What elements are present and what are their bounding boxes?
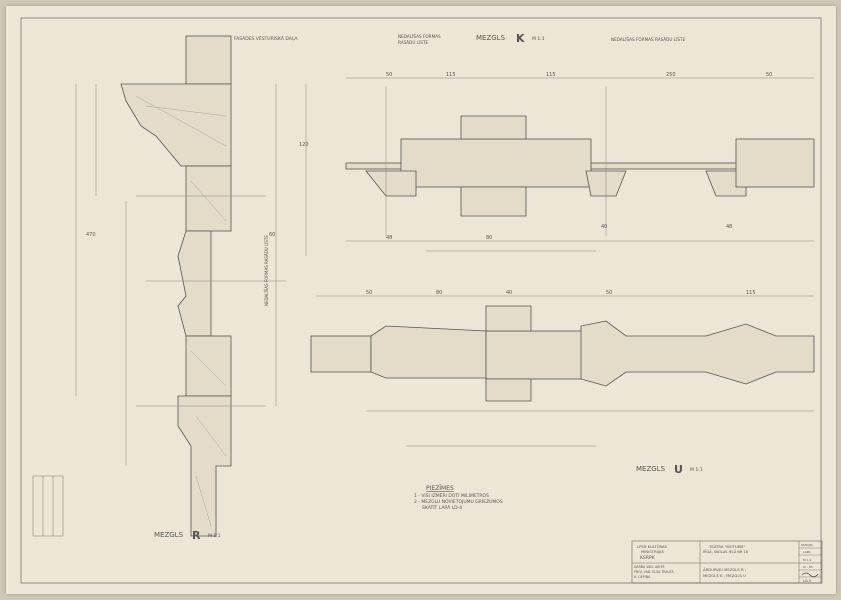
dim-r-2: 120 — [299, 142, 309, 148]
technical-drawing: 470 120 60 FASĀDES VĒSTURISKĀ DAĻA NEDAL… — [20, 17, 823, 584]
svg-text:XI - 85: XI - 85 — [803, 565, 813, 569]
detail-r-dimensions — [75, 84, 307, 466]
drawing-border — [20, 17, 822, 584]
dim-k-2: 115 — [446, 72, 456, 78]
svg-text:M 1:1: M 1:1 — [690, 467, 703, 473]
svg-text:PROJ. VAD. ELSA TRAUTA: PROJ. VAD. ELSA TRAUTA — [634, 570, 675, 574]
dim-k-4: 250 — [666, 72, 676, 78]
svg-text:TEĀTRA "MOTUMS": TEĀTRA "MOTUMS" — [708, 544, 745, 549]
svg-text:U: U — [674, 463, 683, 476]
svg-text:K: K — [516, 32, 525, 45]
dim-kb-4: 48 — [726, 224, 732, 230]
svg-text:MINISTRIJAS: MINISTRIJAS — [641, 549, 664, 554]
dim-k-5: 50 — [766, 72, 772, 78]
dim-r-1: 470 — [86, 232, 96, 238]
heading-r: MEZGLS R M 1:1 — [154, 529, 221, 542]
heading-k: MEZGLS K M 1:1 — [476, 32, 545, 45]
svg-text:MEZGLS: MEZGLS — [476, 34, 506, 42]
dim-k-3: 115 — [546, 72, 556, 78]
dim-kb-1: 48 — [386, 235, 392, 241]
detail-u-dimensions — [316, 295, 814, 447]
svg-text:ĀRDURVJU MEZGLS R ;: ĀRDURVJU MEZGLS R ; — [703, 567, 746, 572]
svg-text:M 1:1: M 1:1 — [803, 558, 811, 562]
svg-text:STADIJA: STADIJA — [801, 543, 814, 547]
callout-cornice-right: NEDALĪŠAS FORMAS RASĀDU LĪSTE — [611, 37, 686, 42]
svg-text:LAPA: LAPA — [803, 550, 811, 554]
dim-u-3: 40 — [506, 290, 512, 296]
svg-text:M 1:1: M 1:1 — [532, 36, 545, 42]
heading-u: MEZGLS U M 1:1 — [636, 463, 703, 476]
svg-text:M 1:1: M 1:1 — [208, 533, 221, 539]
detail-k-dimensions — [346, 77, 814, 252]
dim-kb-2: 80 — [486, 235, 492, 241]
dim-u-4: 50 — [606, 290, 612, 296]
svg-text:1 - VISI IZMĒRI DOTI MILIMETRO: 1 - VISI IZMĒRI DOTI MILIMETROS — [414, 492, 489, 499]
svg-text:LPSR KULTŪRAS: LPSR KULTŪRAS — [637, 544, 668, 549]
svg-text:R: R — [192, 529, 201, 542]
detail-u-section — [310, 305, 815, 402]
svg-text:2 - MEZGLU NOVIETOJUMU GRIEZUM: 2 - MEZGLU NOVIETOJUMU GRIEZUMOS — [414, 499, 503, 505]
svg-text:SKATĪT LAPĀ LD-4: SKATĪT LAPĀ LD-4 — [422, 504, 462, 511]
dim-k-1: 50 — [386, 72, 392, 78]
detail-r-section — [120, 35, 232, 537]
svg-text:A. LIEPIŅA: A. LIEPIŅA — [634, 575, 651, 579]
svg-text:LD-5: LD-5 — [803, 579, 811, 583]
svg-text:PIEZĪMES: PIEZĪMES — [426, 485, 454, 492]
callout-facade: FASĀDES VĒSTURISKĀ DAĻA — [234, 35, 298, 42]
drawing-sheet: 470 120 60 FASĀDES VĒSTURISKĀ DAĻA NEDAL… — [6, 6, 836, 594]
callout-vertical: NEDALĪŠAS FORMAS RASĀDU LĪSTE — [264, 235, 269, 306]
dim-kb-3: 40 — [601, 224, 607, 230]
svg-text:MEZGLS: MEZGLS — [636, 465, 666, 473]
dim-u-1: 50 — [366, 290, 372, 296]
svg-text:KSRPK: KSRPK — [640, 555, 656, 561]
approval-stamp — [32, 475, 64, 537]
title-block: LPSR KULTŪRAS MINISTRIJAS KSRPK DARBA VA… — [631, 540, 823, 584]
dim-r-3: 60 — [269, 232, 275, 238]
svg-text:RĪGĀ, SKOLAS IELĀ NR 18: RĪGĀ, SKOLAS IELĀ NR 18 — [703, 549, 748, 554]
svg-text:DARBA VAD. ARHIT.: DARBA VAD. ARHIT. — [634, 565, 665, 569]
dim-u-2: 80 — [436, 290, 442, 296]
detail-k-section — [345, 115, 815, 217]
callout-cornice-left-1: NEDALĪŠAS FORMAS — [398, 34, 441, 39]
signature — [801, 572, 819, 578]
svg-text:MEZGLS: MEZGLS — [154, 531, 184, 539]
svg-text:MEZGLS K ; MEZGLS U: MEZGLS K ; MEZGLS U — [703, 573, 746, 578]
dim-u-5: 115 — [746, 290, 756, 296]
callout-cornice-left-2: RASĀDU LĪSTE — [398, 40, 429, 45]
notes: PIEZĪMES 1 - VISI IZMĒRI DOTI MILIMETROS… — [414, 485, 503, 511]
